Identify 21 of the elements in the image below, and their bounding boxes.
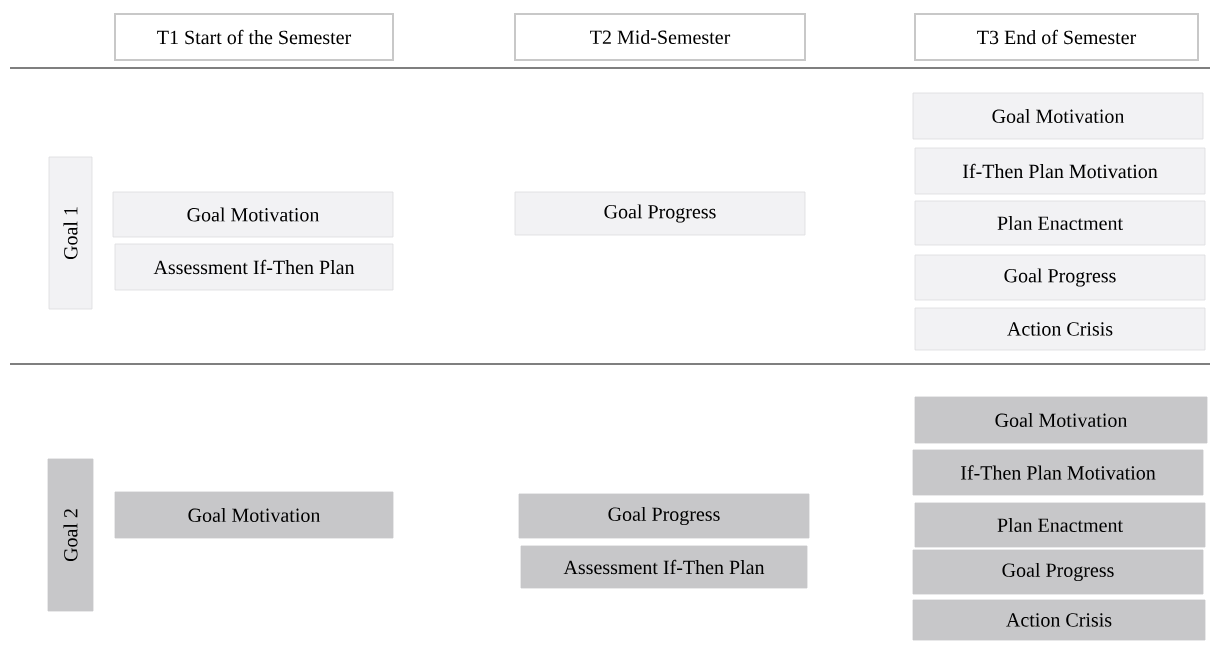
measure-box: Goal Motivation (912, 92, 1204, 140)
column-header: T1 Start of the Semester (114, 13, 394, 61)
measure-box: Goal Motivation (114, 491, 394, 539)
measure-box: Goal Motivation (112, 191, 394, 238)
measure-box: Goal Progress (914, 254, 1206, 301)
goal-band: Goal 2 (47, 458, 94, 612)
measure-box: Plan Enactment (914, 200, 1206, 246)
measure-box: Goal Motivation (914, 396, 1208, 444)
measure-box: If-Then Plan Motivation (914, 147, 1206, 195)
measure-box: Goal Progress (518, 493, 810, 539)
measure-box: If-Then Plan Motivation (912, 449, 1204, 496)
measure-box: Action Crisis (914, 307, 1206, 351)
goal-band: Goal 1 (48, 156, 93, 310)
measure-box: Goal Progress (912, 549, 1204, 595)
measure-box: Action Crisis (912, 599, 1206, 641)
measure-box: Plan Enactment (914, 502, 1206, 548)
column-header: T3 End of Semester (914, 13, 1199, 61)
measure-box: Goal Progress (514, 191, 806, 236)
column-header: T2 Mid-Semester (514, 13, 806, 61)
measure-box: Assessment If-Then Plan (520, 545, 808, 589)
measure-box: Assessment If-Then Plan (114, 243, 394, 291)
